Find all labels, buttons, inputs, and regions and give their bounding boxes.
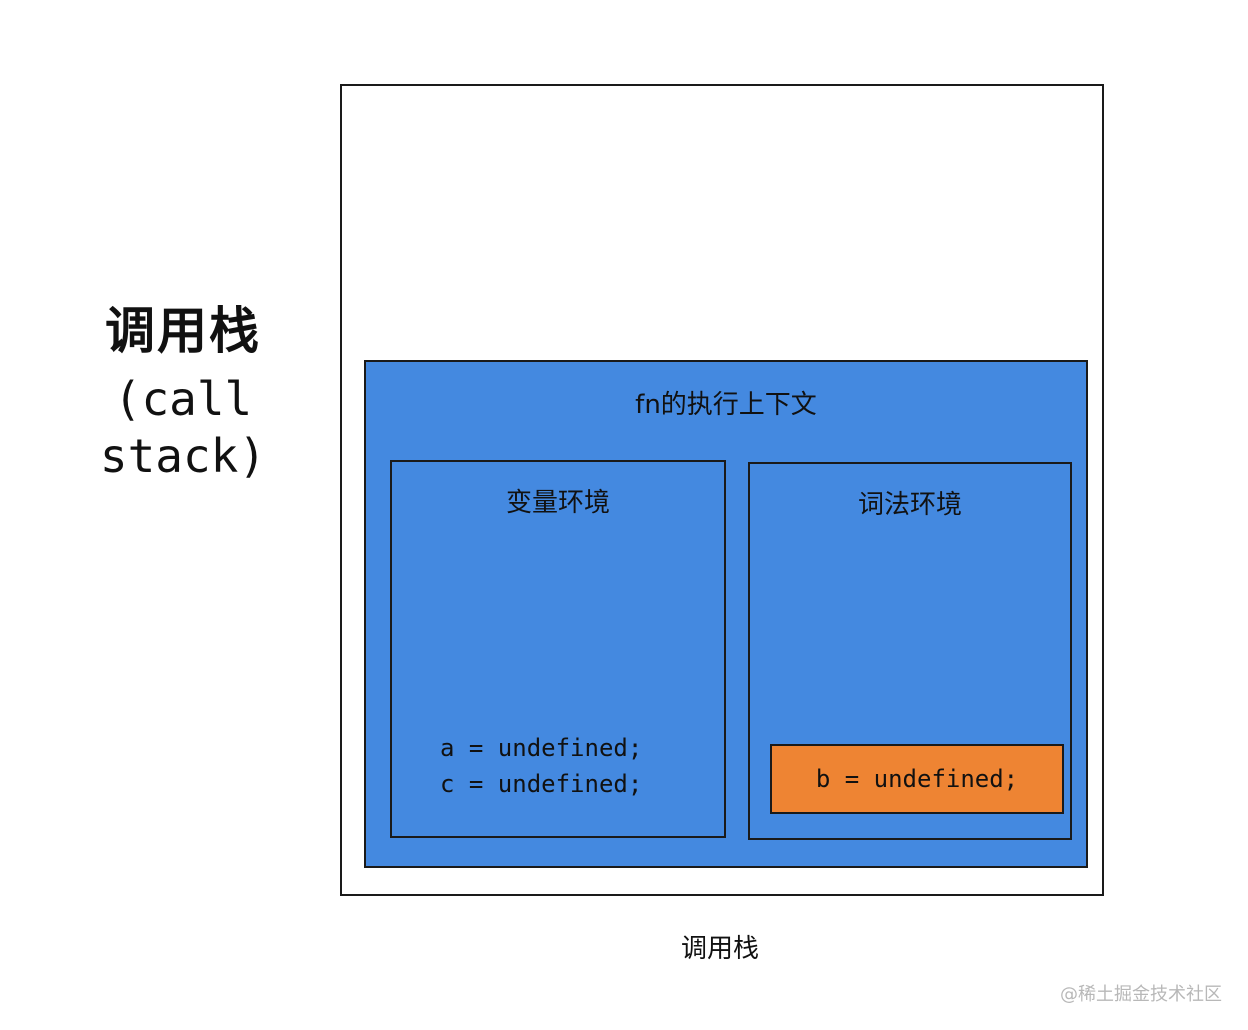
lexical-environment-title: 词法环境 xyxy=(857,490,962,520)
execution-context-box: fn的执行上下文 变量环境 a = undefined; c = undefin… xyxy=(364,360,1088,868)
lexical-environment-box: 词法环境 b = undefined; xyxy=(748,462,1072,840)
code-line-a: a = undefined; xyxy=(440,734,643,762)
execution-context-title: fn的执行上下文 xyxy=(635,390,817,420)
call-stack-label-zh: 调用栈 xyxy=(105,302,261,360)
call-stack-side-label: 调用栈 (call stack) xyxy=(28,300,338,486)
code-line-c: c = undefined; xyxy=(440,770,643,798)
variable-environment-box: 变量环境 a = undefined; c = undefined; xyxy=(390,460,726,838)
variable-environment-title: 变量环境 xyxy=(505,488,610,518)
diagram-caption: 调用栈 xyxy=(680,934,759,964)
variable-environment-code: a = undefined; c = undefined; xyxy=(440,730,642,802)
watermark: @稀土掘金技术社区 xyxy=(1060,984,1222,1005)
call-stack-label-en: (call stack) xyxy=(99,371,267,484)
lexical-binding-box: b = undefined; xyxy=(770,744,1064,814)
